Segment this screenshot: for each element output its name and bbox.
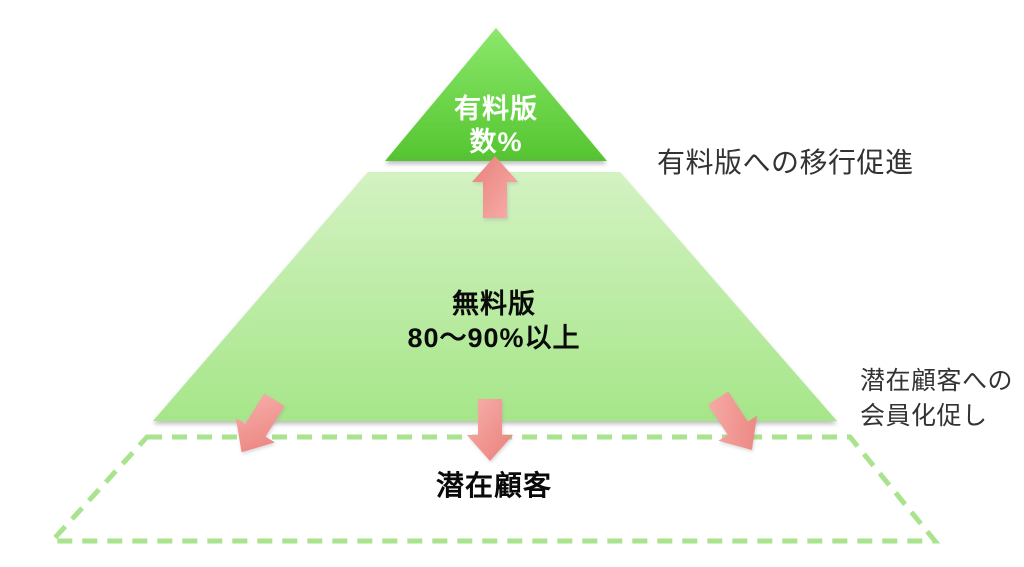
- annotation-to-member-line2: 会員化促し: [860, 402, 988, 430]
- paid-tier-label: 有料版 数%: [396, 93, 596, 159]
- annotation-to-paid: 有料版への移行促進: [657, 147, 914, 178]
- free-tier-label-line2: 80〜90%以上: [407, 323, 581, 353]
- free-tier-trapezoid: [153, 172, 837, 421]
- paid-tier-triangle: [385, 28, 607, 161]
- free-tier-label-line1: 無料版: [452, 289, 536, 319]
- paid-tier-label-line2: 数%: [469, 127, 523, 157]
- free-tier-label: 無料版 80〜90%以上: [344, 287, 644, 355]
- paid-tier-label-line1: 有料版: [454, 94, 538, 124]
- potential-tier-label: 潜在顧客: [435, 470, 552, 501]
- potential-tier-dashed-trapezoid: [46, 434, 941, 544]
- annotation-to-member-line1: 潜在顧客への: [860, 367, 1014, 395]
- annotation-to-member: 潜在顧客への 会員化促し: [860, 364, 1013, 434]
